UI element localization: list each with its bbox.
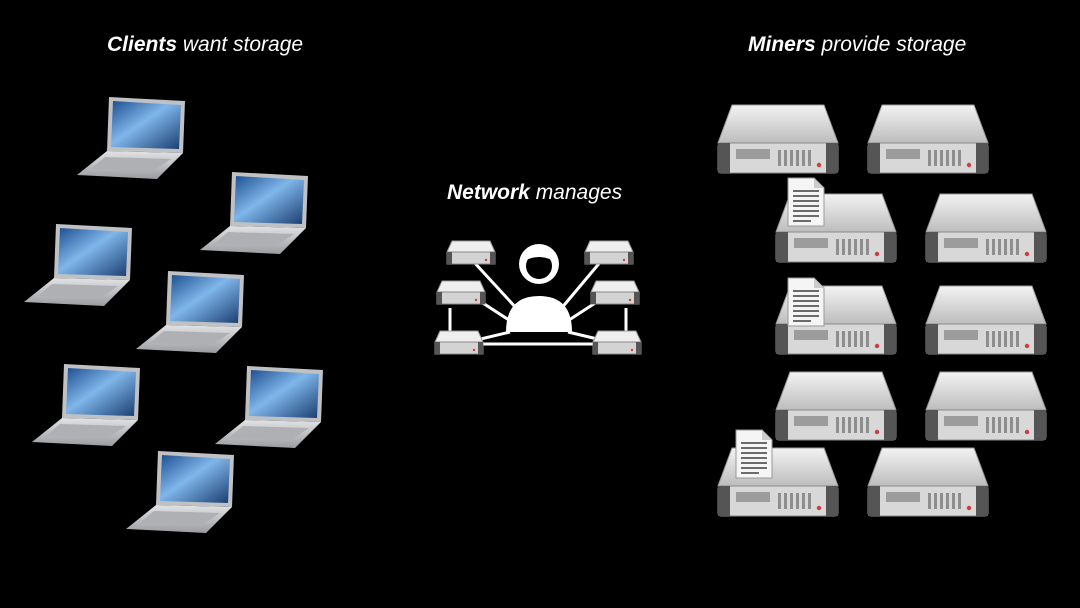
network-caption-rest: manages xyxy=(529,181,623,204)
server-icon xyxy=(592,330,642,356)
laptop-icon xyxy=(213,364,325,452)
network-links xyxy=(448,258,628,346)
network-caption: Network manages xyxy=(447,181,622,205)
laptop-icon xyxy=(75,95,187,183)
server-icon xyxy=(434,330,484,356)
laptop-icon xyxy=(124,449,236,537)
document-icon xyxy=(786,176,826,228)
network-caption-bold: Network xyxy=(447,181,530,204)
laptop-icon xyxy=(198,170,310,258)
laptop-icon xyxy=(22,222,134,310)
server-icon xyxy=(446,240,496,266)
document-icon xyxy=(786,276,826,328)
server-icon xyxy=(924,192,1048,264)
laptop-icon xyxy=(134,269,246,357)
network-diagram xyxy=(448,244,628,346)
server-icon xyxy=(584,240,634,266)
miners-caption-bold: Miners xyxy=(748,33,816,56)
miners-caption: Miners provide storage xyxy=(748,33,966,57)
clients-caption: Clients want storage xyxy=(107,33,303,57)
clients-caption-bold: Clients xyxy=(107,33,178,56)
server-icon xyxy=(774,370,898,442)
clients-caption-rest: want storage xyxy=(177,33,304,56)
server-icon xyxy=(866,446,990,518)
miners-caption-rest: provide storage xyxy=(815,33,967,56)
document-icon xyxy=(734,428,774,480)
server-icon xyxy=(924,284,1048,356)
user-icon xyxy=(506,244,572,332)
server-icon xyxy=(590,280,640,306)
server-icon xyxy=(924,370,1048,442)
server-icon xyxy=(866,103,990,175)
server-icon xyxy=(716,103,840,175)
server-icon xyxy=(436,280,486,306)
laptop-icon xyxy=(30,362,142,450)
